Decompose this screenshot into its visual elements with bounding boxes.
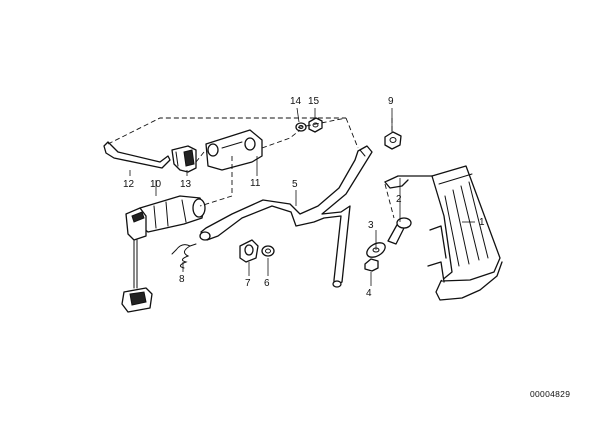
pedal-stop-bolt bbox=[387, 217, 412, 245]
throttle-rod bbox=[103, 141, 171, 169]
leader-lines bbox=[129, 107, 475, 286]
callout-15: 15 bbox=[308, 96, 320, 107]
nut-15 bbox=[308, 117, 323, 133]
grommet-6 bbox=[261, 245, 275, 257]
callout-10: 10 bbox=[150, 179, 162, 190]
callout-8: 8 bbox=[179, 274, 185, 285]
clip-13 bbox=[171, 145, 197, 173]
callout-7: 7 bbox=[245, 278, 251, 289]
callout-13: 13 bbox=[180, 179, 192, 190]
lever-bracket bbox=[205, 129, 263, 171]
return-spring bbox=[171, 243, 197, 269]
callout-4: 4 bbox=[366, 288, 372, 299]
nut-9 bbox=[384, 131, 402, 150]
callout-5: 5 bbox=[292, 179, 298, 190]
callout-6: 6 bbox=[264, 278, 270, 289]
callout-12: 12 bbox=[123, 179, 135, 190]
linkage-rod bbox=[199, 145, 373, 288]
callout-1: 1 bbox=[479, 217, 485, 228]
cruise-actuator bbox=[121, 195, 206, 313]
callout-2: 2 bbox=[396, 194, 402, 205]
diagram-reference-code: 00004829 bbox=[530, 389, 571, 399]
accelerator-pedal bbox=[384, 165, 503, 301]
callout-14: 14 bbox=[290, 96, 302, 107]
callout-3: 3 bbox=[368, 220, 374, 231]
pedal-nut bbox=[364, 258, 379, 272]
bushing-7 bbox=[239, 239, 259, 263]
callout-11: 11 bbox=[250, 178, 261, 189]
callout-9: 9 bbox=[388, 96, 394, 107]
